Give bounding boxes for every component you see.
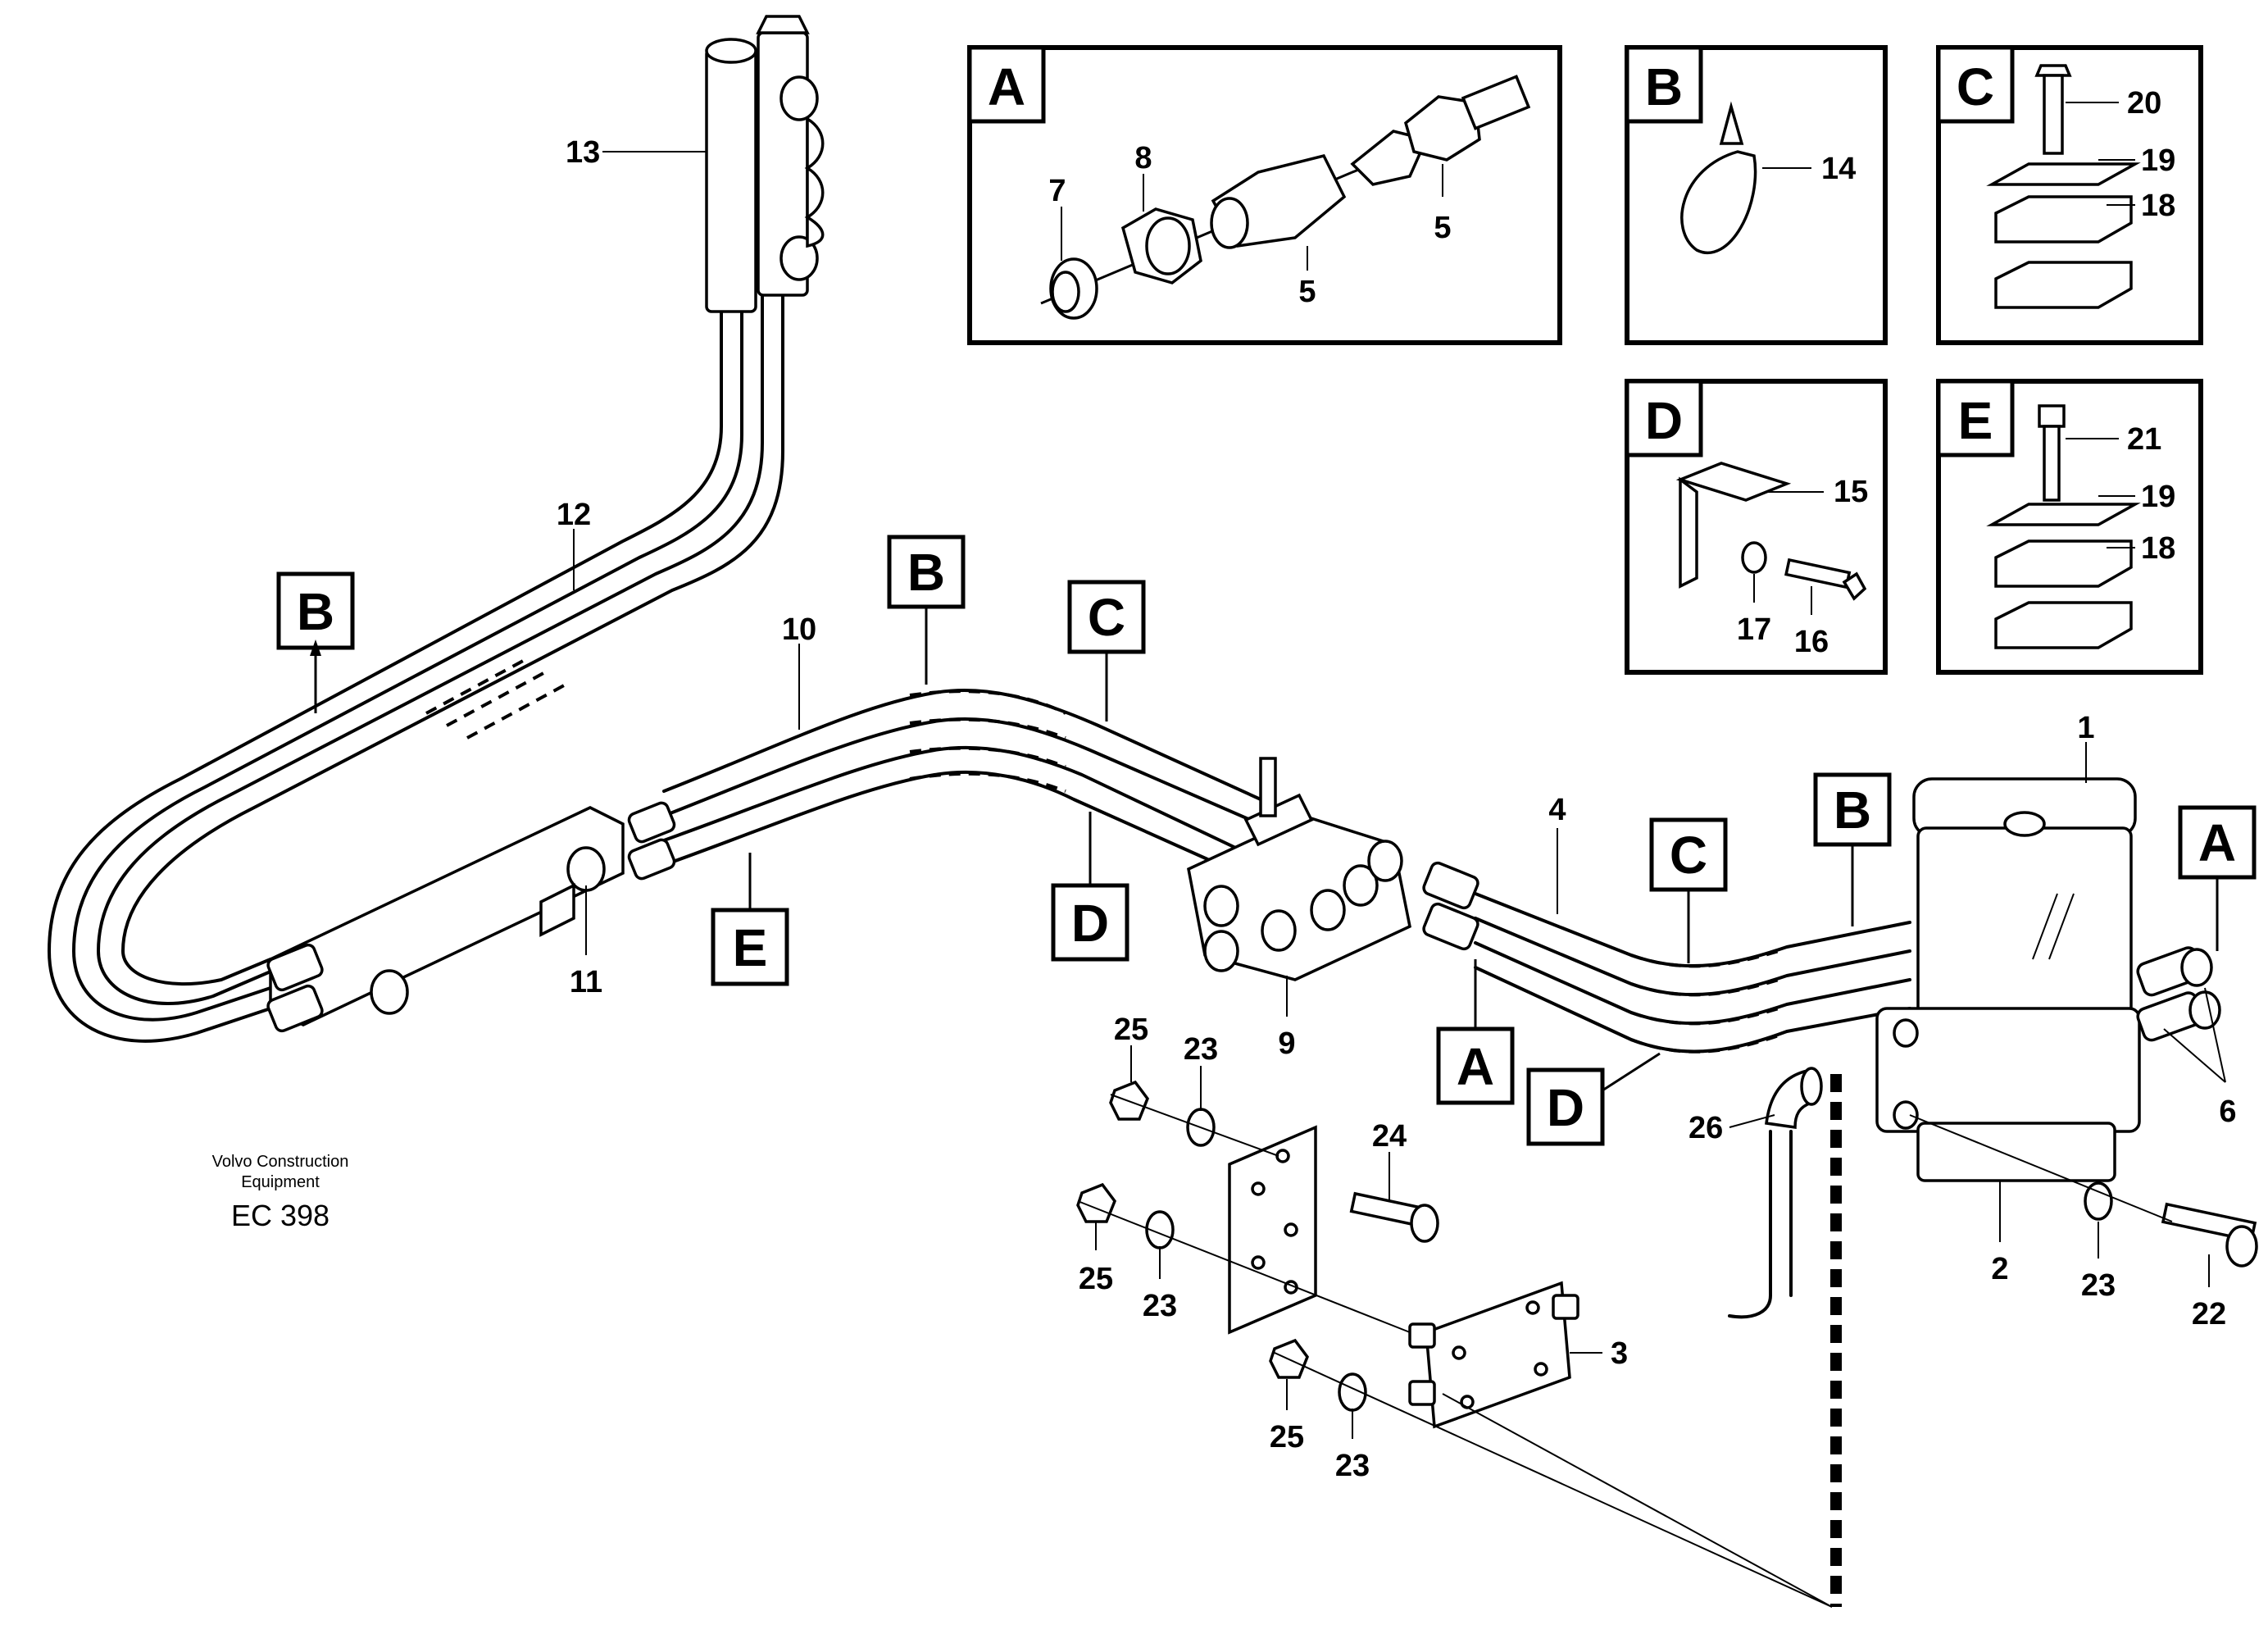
svg-text:B: B <box>907 543 945 602</box>
section-tag-b-center: B <box>887 535 966 685</box>
section-tag-c-center: C <box>1067 580 1146 721</box>
company-name-line1: Volvo Construction <box>212 1153 349 1171</box>
detail-panel-b: B 14 <box>1625 45 1888 345</box>
callout-16: 16 <box>1794 625 1829 659</box>
callout-3: 3 <box>1611 1336 1628 1371</box>
footer: Volvo Construction Equipment EC 398 <box>212 1153 349 1232</box>
hose-lines <box>48 68 1911 1054</box>
callout-7: 7 <box>1048 174 1066 208</box>
callout-15: 15 <box>1834 475 1868 509</box>
socket-screw-part <box>2038 404 2066 502</box>
callout-5-fitting: 5 <box>1434 211 1451 245</box>
callout-6: 6 <box>2219 1095 2236 1129</box>
callout-18-c: 18 <box>2141 189 2175 223</box>
callout-2: 2 <box>1991 1252 2008 1286</box>
clamp-half-upper-part <box>1994 195 2133 244</box>
washer-23-right <box>2084 1181 2113 1221</box>
callout-12: 12 <box>557 498 591 532</box>
grease-tank-1 <box>1912 777 2137 1018</box>
detail-panel-c: C 20 19 18 <box>1936 45 2203 345</box>
section-tag-d-center: D <box>1051 812 1129 962</box>
svg-text:D: D <box>1547 1078 1584 1137</box>
detail-panel-e: E 21 19 18 <box>1936 379 2203 675</box>
panel-a-letter: A <box>988 57 1025 116</box>
callout-9: 9 <box>1278 1026 1295 1061</box>
callout-10: 10 <box>782 612 816 647</box>
drawing-code: EC 398 <box>231 1199 330 1232</box>
callout-18-e: 18 <box>2141 531 2175 566</box>
callout-19-e: 19 <box>2141 480 2175 514</box>
cover-plate-part <box>1986 162 2141 186</box>
clamp-half-upper-part <box>1994 539 2133 588</box>
callout-21: 21 <box>2127 422 2161 457</box>
section-tag-e: E <box>711 853 789 986</box>
section-tag-b-right: B <box>1813 772 1892 926</box>
detail-panel-d: D 15 17 16 <box>1625 379 1888 675</box>
callout-8: 8 <box>1134 141 1152 175</box>
section-tag-c-right: C <box>1649 817 1728 963</box>
callout-14: 14 <box>1821 152 1856 186</box>
callout-23-bottom: 23 <box>1335 1449 1370 1483</box>
washer-part <box>1741 541 1767 574</box>
section-tag-a-right: A <box>2178 805 2257 951</box>
company-name-line2: Equipment <box>241 1173 320 1191</box>
callout-19-c: 19 <box>2141 143 2175 178</box>
compression-ring-part <box>1049 257 1098 320</box>
callout-23-top: 23 <box>1184 1032 1218 1067</box>
callout-17: 17 <box>1737 612 1771 647</box>
callout-11: 11 <box>570 965 602 999</box>
bracket-part <box>1675 462 1792 589</box>
bolt-22 <box>2161 1202 2258 1268</box>
panel-c-letter: C <box>1957 57 1994 116</box>
bracket-plate-3 <box>1408 1281 1579 1429</box>
callout-1: 1 <box>2077 711 2094 745</box>
clamp-half-lower-part <box>1994 261 2133 309</box>
distribution-block-9 <box>1187 757 1479 981</box>
callout-13: 13 <box>566 135 600 170</box>
detail-panel-a: A 7 8 5 5 <box>967 45 1562 345</box>
svg-text:A: A <box>1457 1037 1494 1096</box>
main-callouts: 13 12 10 11 9 4 1 6 2 3 22 23 23 23 23 2… <box>557 135 2237 1483</box>
svg-text:B: B <box>297 582 334 641</box>
clamp-half-lower-part <box>1994 601 2133 649</box>
callout-25-top: 25 <box>1114 1013 1148 1047</box>
cover-plate-part <box>1986 503 2141 526</box>
distribution-block-13 <box>705 15 825 313</box>
svg-text:B: B <box>1834 781 1871 840</box>
callout-23-middle: 23 <box>1143 1289 1177 1323</box>
section-tag-d-right: D <box>1526 1052 1661 1146</box>
distribution-block-11 <box>266 801 676 1033</box>
callout-24: 24 <box>1372 1119 1407 1154</box>
svg-text:A: A <box>2198 813 2236 872</box>
bolt-part <box>2034 64 2072 155</box>
screw-part <box>1784 558 1867 601</box>
callout-26: 26 <box>1689 1111 1723 1145</box>
panel-e-letter: E <box>1958 391 1993 450</box>
connector-part <box>1210 153 1347 249</box>
nuts-washers-hardware <box>1076 1080 1367 1412</box>
screw-24 <box>1349 1191 1439 1243</box>
svg-text:C: C <box>1088 588 1125 647</box>
elbow-fitting-26 <box>1728 1067 1823 1319</box>
callout-25-bottom: 25 <box>1270 1420 1304 1454</box>
callout-5-connector: 5 <box>1298 275 1316 309</box>
svg-text:E: E <box>733 918 768 977</box>
panel-b-letter: B <box>1645 57 1683 116</box>
panel-d-letter: D <box>1645 391 1683 450</box>
svg-text:D: D <box>1071 894 1109 953</box>
callout-22: 22 <box>2192 1297 2226 1331</box>
callout-4: 4 <box>1548 793 1566 827</box>
callout-23-right: 23 <box>2081 1268 2116 1303</box>
svg-text:C: C <box>1670 826 1707 885</box>
nut-part <box>1120 207 1202 284</box>
fitting-part <box>1350 75 1531 186</box>
callout-20: 20 <box>2127 86 2161 121</box>
mounting-plate <box>1228 1125 1317 1335</box>
cable-tie-part <box>1680 101 1757 254</box>
callout-25-middle: 25 <box>1079 1262 1113 1296</box>
section-tag-b-left: B <box>276 571 355 713</box>
section-tag-a-center: A <box>1436 959 1515 1105</box>
